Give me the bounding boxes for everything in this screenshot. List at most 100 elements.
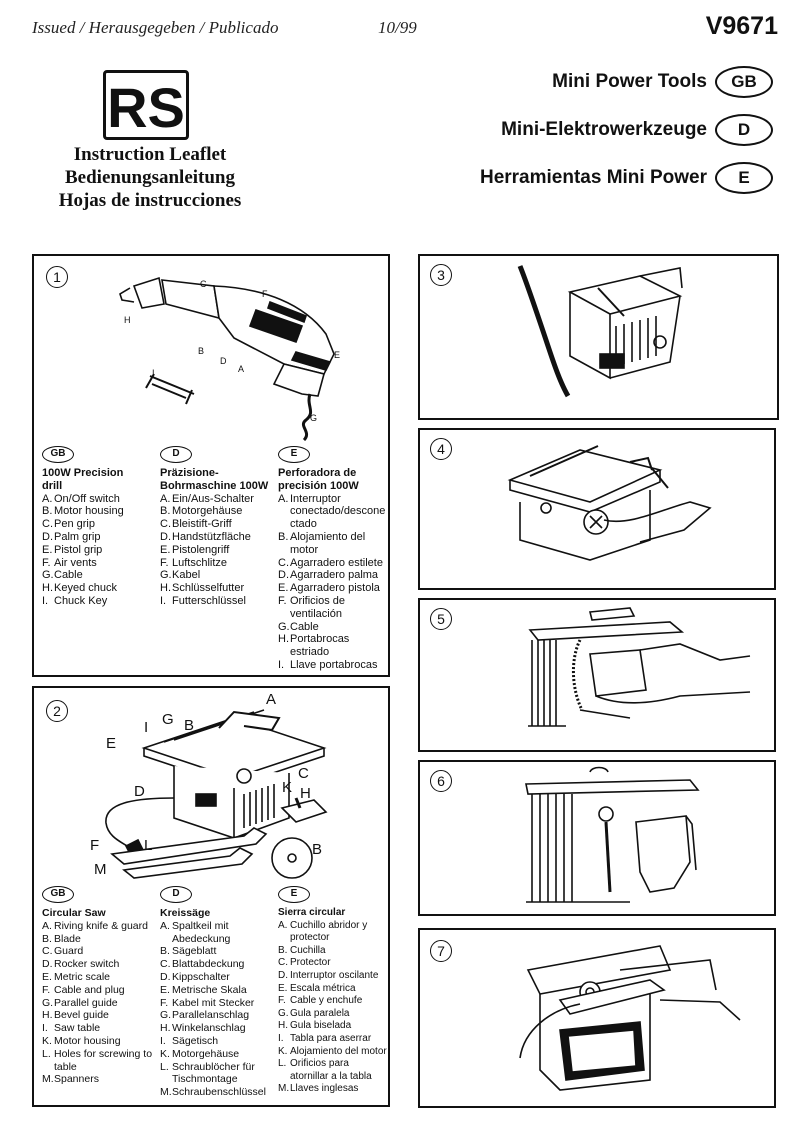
saw-heading-e: Sierra circular <box>278 907 346 918</box>
saw-col-gb: GB Circular Saw A.Riving knife & guard B… <box>42 886 158 1086</box>
product-title-e-row: Herramientas Mini Power E <box>480 162 773 194</box>
saw-label-m: M <box>94 861 107 878</box>
col-badge-e: E <box>278 886 310 903</box>
list-item: I.Futterschlüssel <box>160 594 246 607</box>
list-item: C.Agarradero estilete <box>278 556 383 569</box>
rs-logo-text: RS <box>107 76 185 137</box>
heading-line: Perforadora de <box>278 467 357 479</box>
col-badge-gb: GB <box>42 446 74 463</box>
list-item: K.Alojamiento del motor <box>278 1045 387 1057</box>
issued-date: 10/99 <box>378 18 417 37</box>
leaflet-title-es: Hojas de instrucciones <box>58 190 242 211</box>
saw-label-e: E <box>106 735 116 752</box>
drill-label-c: C <box>200 279 207 289</box>
drill-label-i: I <box>152 368 155 378</box>
issued-label: Issued / Herausgegeben / Publicado <box>32 18 279 37</box>
list-item: B.Motorgehäuse <box>160 505 243 518</box>
rs-logo: RS <box>103 70 189 140</box>
list-item: C.Blattabdeckung <box>160 958 245 971</box>
list-item: C.Pen grip <box>42 518 95 531</box>
list-item: G.Gula paralela <box>278 1007 350 1019</box>
drill-heading-e: Perforadora de precisión 100W <box>278 467 386 493</box>
list-item: D.Handstützfläche <box>160 530 251 543</box>
list-item: G.Parallel guide <box>42 996 118 1009</box>
drill-label-f: F <box>262 289 268 299</box>
list-item: L.Schraublöcher für Tischmontage <box>160 1060 255 1086</box>
list-item: H.Gula biselada <box>278 1020 352 1032</box>
figure-4-illustration <box>507 445 712 561</box>
language-badge-gb: GB <box>715 66 773 98</box>
saw-label-l: L <box>144 837 152 854</box>
product-title-d-row: Mini-Elektrowerkzeuge D <box>501 114 773 146</box>
drill-heading-gb: 100W Precision drill <box>42 467 154 493</box>
panel-circular-saw: 2 <box>32 686 390 1107</box>
list-item: I.Tabla para aserrar <box>278 1032 372 1044</box>
drill-label-a: A <box>238 364 244 374</box>
saw-label-k: K <box>282 779 292 796</box>
leaflet-title-en: Instruction Leaflet <box>73 144 227 165</box>
figure-3-illustration <box>517 265 683 398</box>
list-item: H.Portabrocas estriado <box>278 633 350 659</box>
list-item: L.Orificios para atornillar a la tabla <box>278 1058 372 1082</box>
list-item: A.Interruptor conectado/descone ctado <box>278 492 386 531</box>
saw-col-e: E Sierra circular A.Cuchillo abridor y p… <box>278 886 388 1096</box>
saw-label-h: H <box>300 785 311 802</box>
figure-5-illustration <box>528 607 751 727</box>
col-badge-d: D <box>160 446 192 463</box>
drill-illustration: C F H B D E A I G <box>119 276 340 441</box>
list-item: G.Kabel <box>160 569 201 582</box>
leaflet-title: Instruction Leaflet Bedienungsanleitung … <box>30 143 270 212</box>
drill-heading-d: Präzisione- Bohrmaschine 100W <box>160 467 272 493</box>
panel-drill: 1 C F H B D E A <box>32 254 390 677</box>
saw-label-b: B <box>184 717 194 734</box>
drill-col-gb: GB 100W Precision drill A.On/Off switch … <box>42 446 154 608</box>
figure-7-panel: 7 <box>418 928 776 1108</box>
list-item: F.Cable y enchufe <box>278 995 363 1007</box>
col-badge-gb: GB <box>42 886 74 903</box>
figure-6-illustration <box>525 766 700 903</box>
figure-4-panel: 4 <box>418 428 776 590</box>
figure-number-2: 2 <box>46 700 68 722</box>
saw-label-f: F <box>90 837 99 854</box>
heading-line: Präzisione- <box>160 467 219 479</box>
product-title-e: Herramientas Mini Power <box>479 167 707 188</box>
list-item: F.Orificios de ventilación <box>278 594 346 620</box>
list-item: F.Luftschlitze <box>160 556 228 569</box>
saw-label-i: I <box>144 719 148 736</box>
language-badge-d: D <box>715 114 773 146</box>
list-item: I.Chuck Key <box>42 594 108 607</box>
language-badge-e: E <box>715 162 773 194</box>
saw-label-b2: B <box>312 841 322 858</box>
list-item: I.Saw table <box>42 1022 101 1035</box>
list-item: A.On/Off switch <box>42 492 120 505</box>
list-item: G.Cable <box>42 569 83 582</box>
list-item: K.Motorgehäuse <box>160 1047 240 1060</box>
list-item: E.Agarradero pistola <box>278 582 380 595</box>
list-item: H.Schlüsselfutter <box>160 582 245 595</box>
figure-6-panel: 6 <box>418 760 776 916</box>
saw-col-d: D Kreissäge A.Spaltkeil mit Abedeckung B… <box>160 886 276 1099</box>
saw-label-c: C <box>298 765 309 782</box>
list-item: M.Llaves inglesas <box>278 1083 359 1095</box>
drill-label-d: D <box>220 356 227 366</box>
heading-line: precisión 100W <box>278 479 359 492</box>
list-item: M.Spanners <box>42 1073 99 1086</box>
drill-label-b: B <box>198 346 204 356</box>
list-item: F.Cable and plug <box>42 983 125 996</box>
drill-label-e: E <box>334 350 340 360</box>
figure-number-3: 3 <box>430 264 452 286</box>
list-item: D.Kippschalter <box>160 970 230 983</box>
col-badge-e: E <box>278 446 310 463</box>
list-item: D.Rocker switch <box>42 958 120 971</box>
figure-number-5: 5 <box>430 608 452 630</box>
saw-label-a: A <box>266 691 276 708</box>
leaflet-title-de: Bedienungsanleitung <box>65 167 235 188</box>
list-item: A.Ein/Aus-Schalter <box>160 492 254 505</box>
list-item: G.Parallelanschlag <box>160 1009 250 1022</box>
drill-label-h: H <box>124 315 131 325</box>
list-item: I.Llave portabrocas <box>278 658 378 671</box>
saw-heading-d: Kreissäge <box>160 907 211 919</box>
list-item: G.Cable <box>278 620 319 633</box>
list-item: F.Air vents <box>42 556 97 569</box>
list-item: A.Spaltkeil mit Abedeckung <box>160 919 231 945</box>
